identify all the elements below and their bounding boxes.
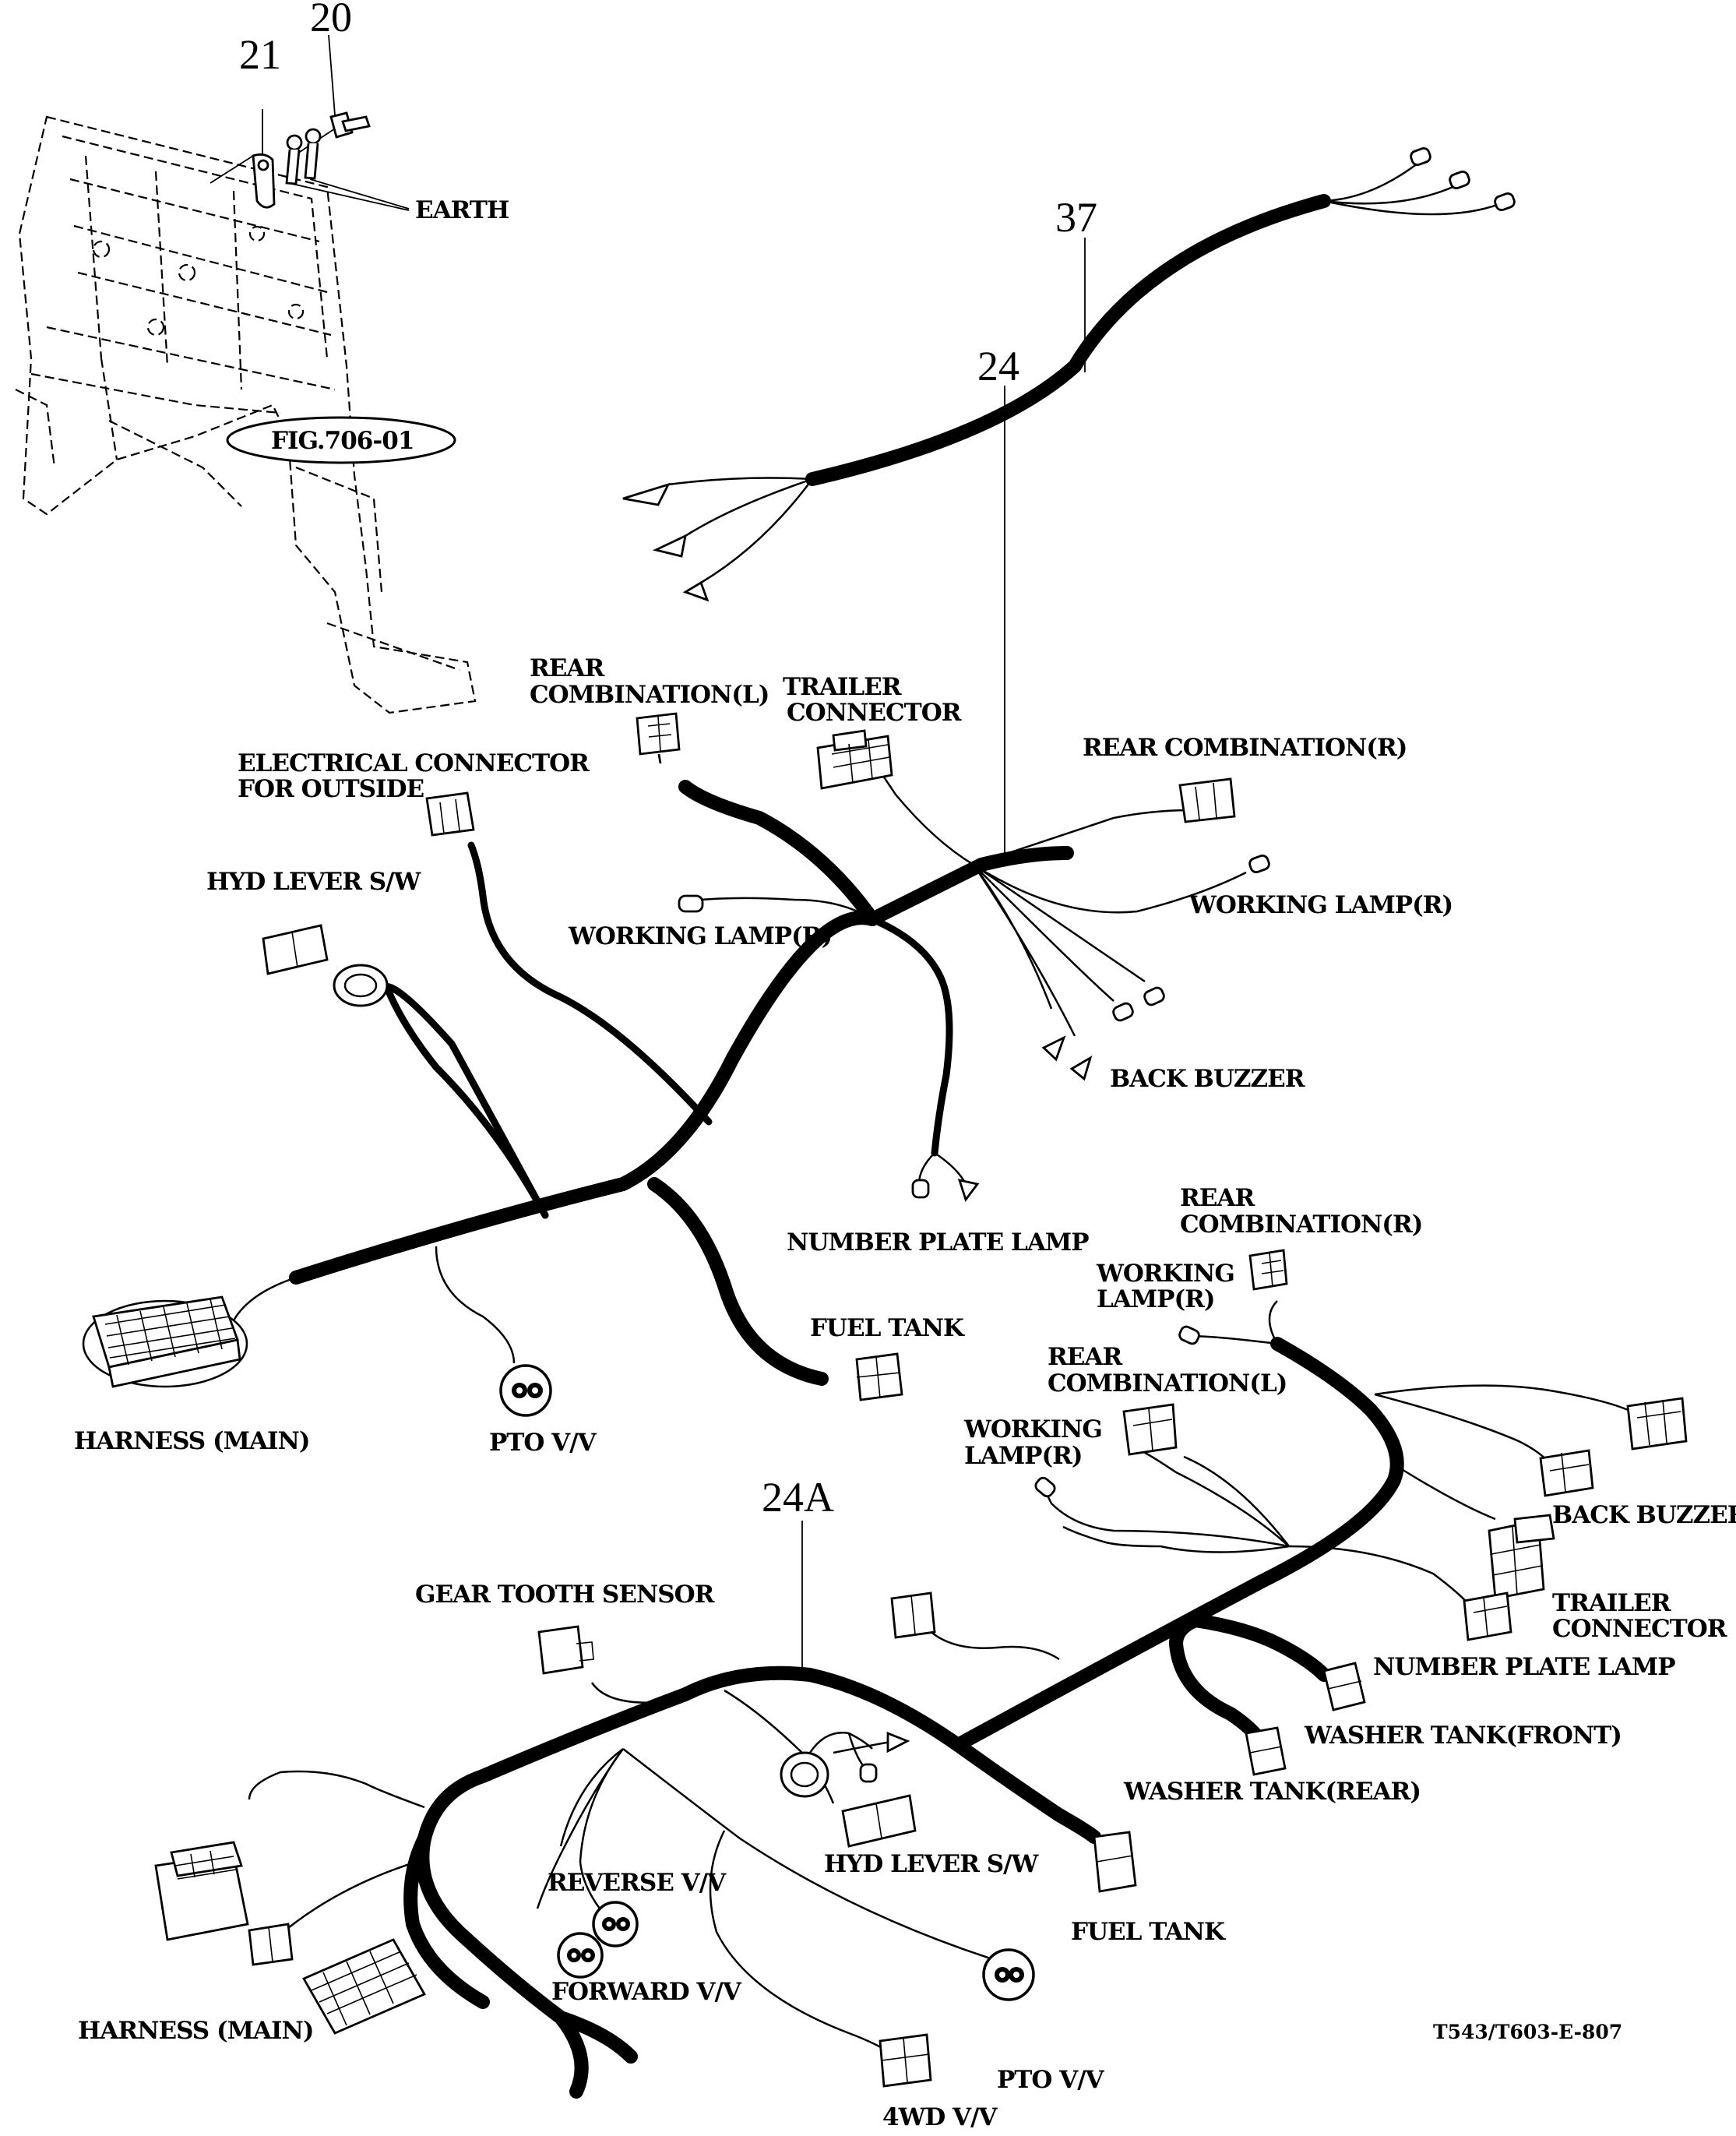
- label-24a-working-lamp-2-line1: WORKING: [963, 1415, 1102, 1443]
- fender-frame-view: [15, 115, 477, 714]
- spade-terminal: [622, 482, 710, 602]
- label-24a-working-lamp-2-line2: LAMP(R): [964, 1442, 1083, 1470]
- label-trailer-connector-line2: CONNECTOR: [787, 699, 962, 727]
- figure-reference: FIG.706-01: [271, 427, 414, 455]
- label-working-lamp-left: WORKING LAMP(R): [568, 922, 832, 950]
- spade-terminal: [957, 1035, 1093, 1203]
- label-trailer-connector-line1: TRAILER: [783, 673, 902, 701]
- label-24a-pto-vv: PTO V/V: [997, 2066, 1105, 2094]
- label-24a-reverse-vv: REVERSE V/V: [548, 1869, 727, 1897]
- label-rear-combination-l-line1: REAR: [530, 654, 604, 682]
- spade-terminal: [886, 1731, 910, 1754]
- multi-pin-connector: [82, 712, 1236, 1401]
- label-working-lamp-right: WORKING LAMP(R): [1188, 891, 1453, 919]
- label-24a-washer-tank-rear: WASHER TANK(REAR): [1123, 1778, 1421, 1806]
- grommet: [333, 964, 389, 1007]
- label-24a-rear-combination-l-line2: COMBINATION(L): [1048, 1369, 1287, 1398]
- label-24a-rear-combination-r-line1: REAR: [1180, 1184, 1255, 1212]
- label-24a-harness-main: HARNESS (MAIN): [78, 2017, 314, 2045]
- harness-24: [232, 739, 1247, 1386]
- figure-reference-oval: [226, 416, 456, 464]
- solenoid-valve: [557, 1901, 1035, 2001]
- label-fuel-tank: FUEL TANK: [810, 1314, 965, 1342]
- part-number-21: 21: [239, 31, 281, 78]
- label-back-buzzer: BACK BUZZER: [1110, 1065, 1305, 1093]
- harness-24a: [248, 1300, 1644, 2099]
- solenoid-valve: [499, 1364, 552, 1417]
- label-24a-hyd-lever-sw: HYD LEVER S/W: [824, 1850, 1039, 1878]
- label-electrical-connector-line1: ELECTRICAL CONNECTOR: [238, 749, 590, 777]
- label-24a-rear-combination-l-line1: REAR: [1048, 1343, 1122, 1371]
- label-24a-gear-tooth-sensor: GEAR TOOTH SENSOR: [415, 1581, 715, 1609]
- label-harness-main: HARNESS (MAIN): [74, 1427, 310, 1455]
- label-24a-number-plate-lamp: NUMBER PLATE LAMP: [1373, 1653, 1675, 1681]
- label-24a-washer-tank-front: WASHER TANK(FRONT): [1304, 1722, 1622, 1750]
- label-24a-trailer-connector-line2: CONNECTOR: [1552, 1615, 1727, 1643]
- earth-bracket: [252, 153, 276, 209]
- label-rear-combination-r: REAR COMBINATION(R): [1083, 734, 1407, 762]
- label-24a-fuel-tank: FUEL TANK: [1071, 1918, 1226, 1946]
- label-24a-4wd-vv: 4WD V/V: [882, 2103, 998, 2131]
- harness-37: [667, 162, 1500, 584]
- part-number-20: 20: [310, 0, 352, 41]
- label-24a-working-lamp-1-line2: LAMP(R): [1097, 1285, 1215, 1313]
- earth-label: EARTH: [415, 196, 509, 224]
- drawing-code: T543/T603-E-807: [1433, 2021, 1622, 2043]
- label-24a-trailer-connector-line1: TRAILER: [1552, 1589, 1671, 1617]
- label-24a-back-buzzer: BACK BUZZER: [1552, 1501, 1736, 1529]
- label-hyd-lever-sw: HYD LEVER S/W: [206, 868, 421, 896]
- label-rear-combination-l-line2: COMBINATION(L): [530, 681, 769, 709]
- multi-pin-connector: [154, 1249, 1688, 2088]
- part-number-37: 37: [1055, 194, 1097, 241]
- label-electrical-connector-line2: FOR OUTSIDE: [238, 775, 424, 803]
- bullet-terminal: [1410, 147, 1516, 211]
- bullet-terminal: [859, 1325, 1200, 1783]
- label-number-plate-lamp: NUMBER PLATE LAMP: [787, 1228, 1089, 1257]
- grommet: [780, 1751, 829, 1798]
- label-pto-vv: PTO V/V: [489, 1429, 597, 1457]
- label-24a-forward-vv: FORWARD V/V: [551, 1978, 742, 2006]
- ring-terminal: [285, 128, 322, 185]
- label-24a-rear-combination-r-line2: COMBINATION(R): [1180, 1211, 1422, 1239]
- label-24a-working-lamp-1-line1: WORKING: [1096, 1260, 1234, 1288]
- bullet-terminal: [678, 855, 1270, 1199]
- part-number-24: 24: [977, 343, 1019, 389]
- part-number-24a: 24A: [762, 1474, 834, 1521]
- bolt-icon: [329, 111, 371, 139]
